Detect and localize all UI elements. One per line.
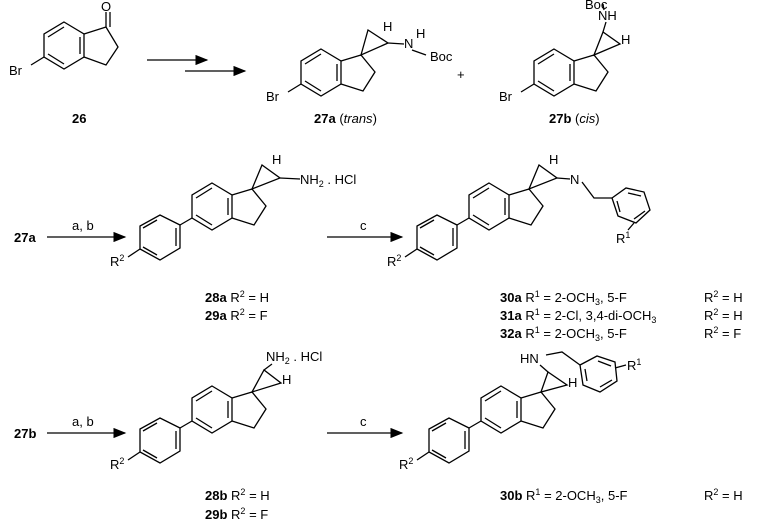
- boc-label: Boc: [585, 0, 608, 12]
- caption-30a: 30a R1 = 2-OCH3, 5-F: [500, 289, 627, 307]
- aryl-r2-label: R2: [110, 456, 124, 472]
- compound-id-26: 26: [72, 111, 86, 126]
- cyclopropyl-h-label: H: [272, 152, 281, 167]
- nh-label: H: [416, 26, 425, 41]
- compound-27a: H N H Boc Br 27a (trans): [266, 19, 453, 126]
- caption-32a-r2: R2 = F: [704, 325, 741, 341]
- caption-29a: 29a R2 = F: [205, 307, 268, 323]
- cyclopropyl-h-label: H: [549, 152, 558, 167]
- caption-31a-r2: R2 = H: [704, 307, 743, 323]
- caption-28b: 28b R2 = H: [205, 487, 270, 503]
- caption-30a-r2: R2 = H: [704, 289, 743, 305]
- cyclopropyl-h-label: H: [282, 372, 291, 387]
- aryl-r2-label: R2: [387, 253, 401, 269]
- bromo-label: Br: [499, 89, 513, 104]
- caption-28a: 28a R2 = H: [205, 289, 269, 305]
- compound-30b: HN H R1 R2: [399, 351, 641, 472]
- caption-29b: 29b R2 = F: [205, 506, 268, 522]
- reagent-ab-bottom: a, b: [72, 414, 94, 429]
- caption-31a: 31a R1 = 2-Cl, 3,4-di-OCH3: [500, 307, 656, 325]
- step-c-top: c: [327, 218, 404, 243]
- nh-label: NH: [598, 8, 617, 23]
- aryl-r2-label: R2: [110, 253, 124, 269]
- plus-sign: +: [457, 67, 465, 82]
- step-ab-top: a, b: [47, 218, 127, 243]
- compound-caption-27a: 27a (trans): [314, 111, 377, 126]
- start-27b: 27b: [14, 426, 36, 441]
- compound-28b-29b: NH2 . HCl H R2 28b R2 = H 29b R2 = F: [110, 349, 322, 522]
- bromo-label: Br: [266, 89, 280, 104]
- caption-block-a: 30a R1 = 2-OCH3, 5-F R2 = H 31a R1 = 2-C…: [500, 289, 743, 343]
- reagent-ab-top: a, b: [72, 218, 94, 233]
- bromo-label: Br: [9, 63, 23, 78]
- cyclopropyl-h-label: H: [621, 32, 630, 47]
- step-ab-bottom: a, b: [47, 414, 127, 439]
- caption-block-b: 30b R1 = 2-OCH3, 5-F R2 = H: [500, 487, 743, 505]
- cyclopropyl-h-label: H: [568, 375, 577, 390]
- caption-30b-r2: R2 = H: [704, 487, 743, 503]
- caption-32a: 32a R1 = 2-OCH3, 5-F: [500, 325, 627, 343]
- step-c-bottom: c: [327, 414, 404, 439]
- amine-hcl-label: NH2 . HCl: [266, 349, 322, 366]
- nitrogen-label: N: [570, 172, 579, 187]
- hn-label: HN: [520, 351, 539, 366]
- compound-26: O Br 26: [9, 0, 119, 126]
- carbonyl-o-label: O: [101, 0, 111, 14]
- boc-label: Boc: [430, 49, 453, 64]
- start-27a: 27a: [14, 230, 36, 245]
- cyclopropyl-h-label: H: [383, 19, 392, 34]
- compound-28a-29a: H NH2 . HCl R2 28a R2 = H 29a R2 = F: [110, 152, 356, 323]
- compound-30a-31a-32a: H N R1 R2: [387, 152, 651, 269]
- compound-27b: NH Boc H Br 27b (cis): [499, 0, 630, 126]
- reagent-c-bottom: c: [360, 414, 367, 429]
- caption-30b: 30b R1 = 2-OCH3, 5-F: [500, 487, 628, 505]
- compound-caption-27b: 27b (cis): [549, 111, 600, 126]
- arrow-multistep: [147, 54, 247, 77]
- reagent-c-top: c: [360, 218, 367, 233]
- aryl-r2-label: R2: [399, 456, 413, 472]
- nitrogen-label: N: [404, 36, 413, 51]
- amine-hcl-label: NH2 . HCl: [300, 172, 356, 189]
- benzyl-r1-label: R1: [627, 357, 641, 373]
- benzyl-r1-label: R1: [616, 230, 630, 246]
